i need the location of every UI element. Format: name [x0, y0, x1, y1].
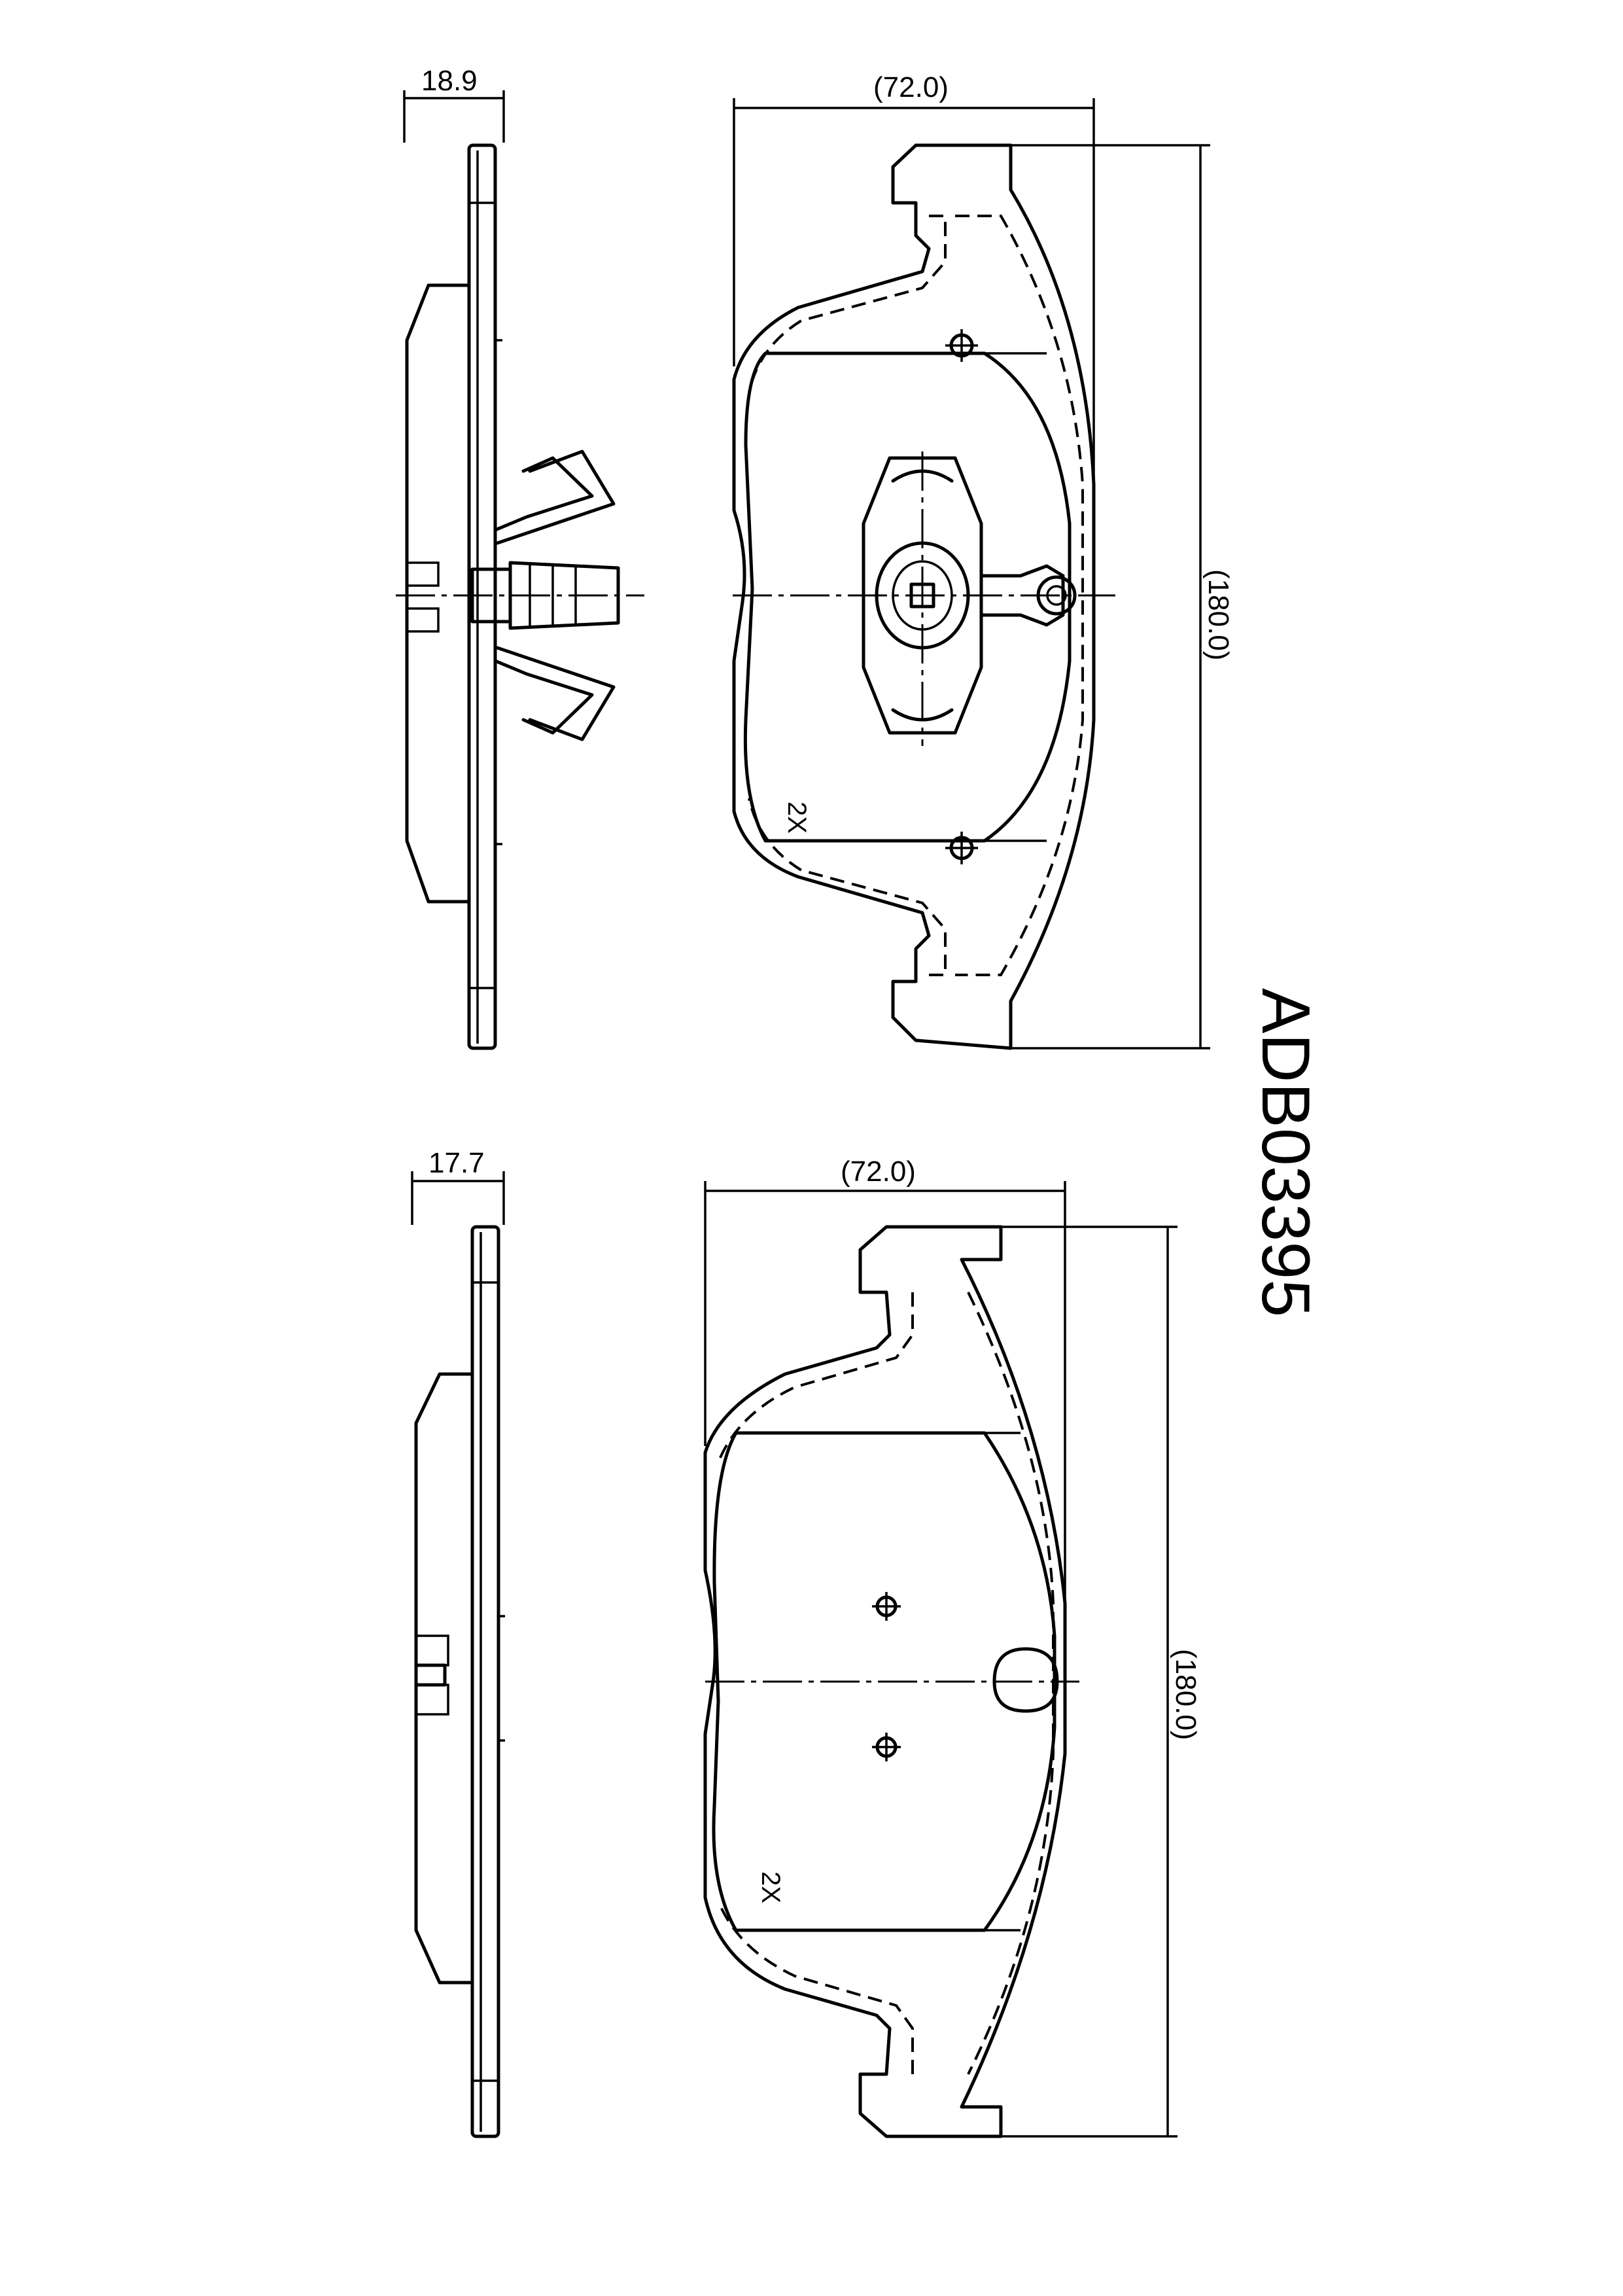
top-front-view: (72.0) (180.0) 2X — [732, 71, 1234, 1050]
top-note-2x: 2X — [782, 802, 811, 834]
top-width-dimension: (72.0) — [873, 71, 949, 103]
part-number: ADB03395 — [1248, 988, 1323, 1317]
bottom-height-dimension: (180.0) — [1170, 1649, 1202, 1740]
bottom-thickness-dimension: 17.7 — [428, 1147, 485, 1179]
bottom-width-dimension: (72.0) — [841, 1156, 916, 1188]
bottom-front-view: (72.0) (180.0) 2X — [703, 1156, 1202, 2138]
bottom-note-2x: 2X — [756, 1871, 785, 1903]
bottom-side-view: 17.7 — [411, 1147, 505, 2138]
top-height-dimension: (180.0) — [1202, 569, 1234, 660]
top-thickness-dimension: 18.9 — [421, 65, 478, 97]
top-side-view: 18.9 — [396, 65, 644, 1050]
